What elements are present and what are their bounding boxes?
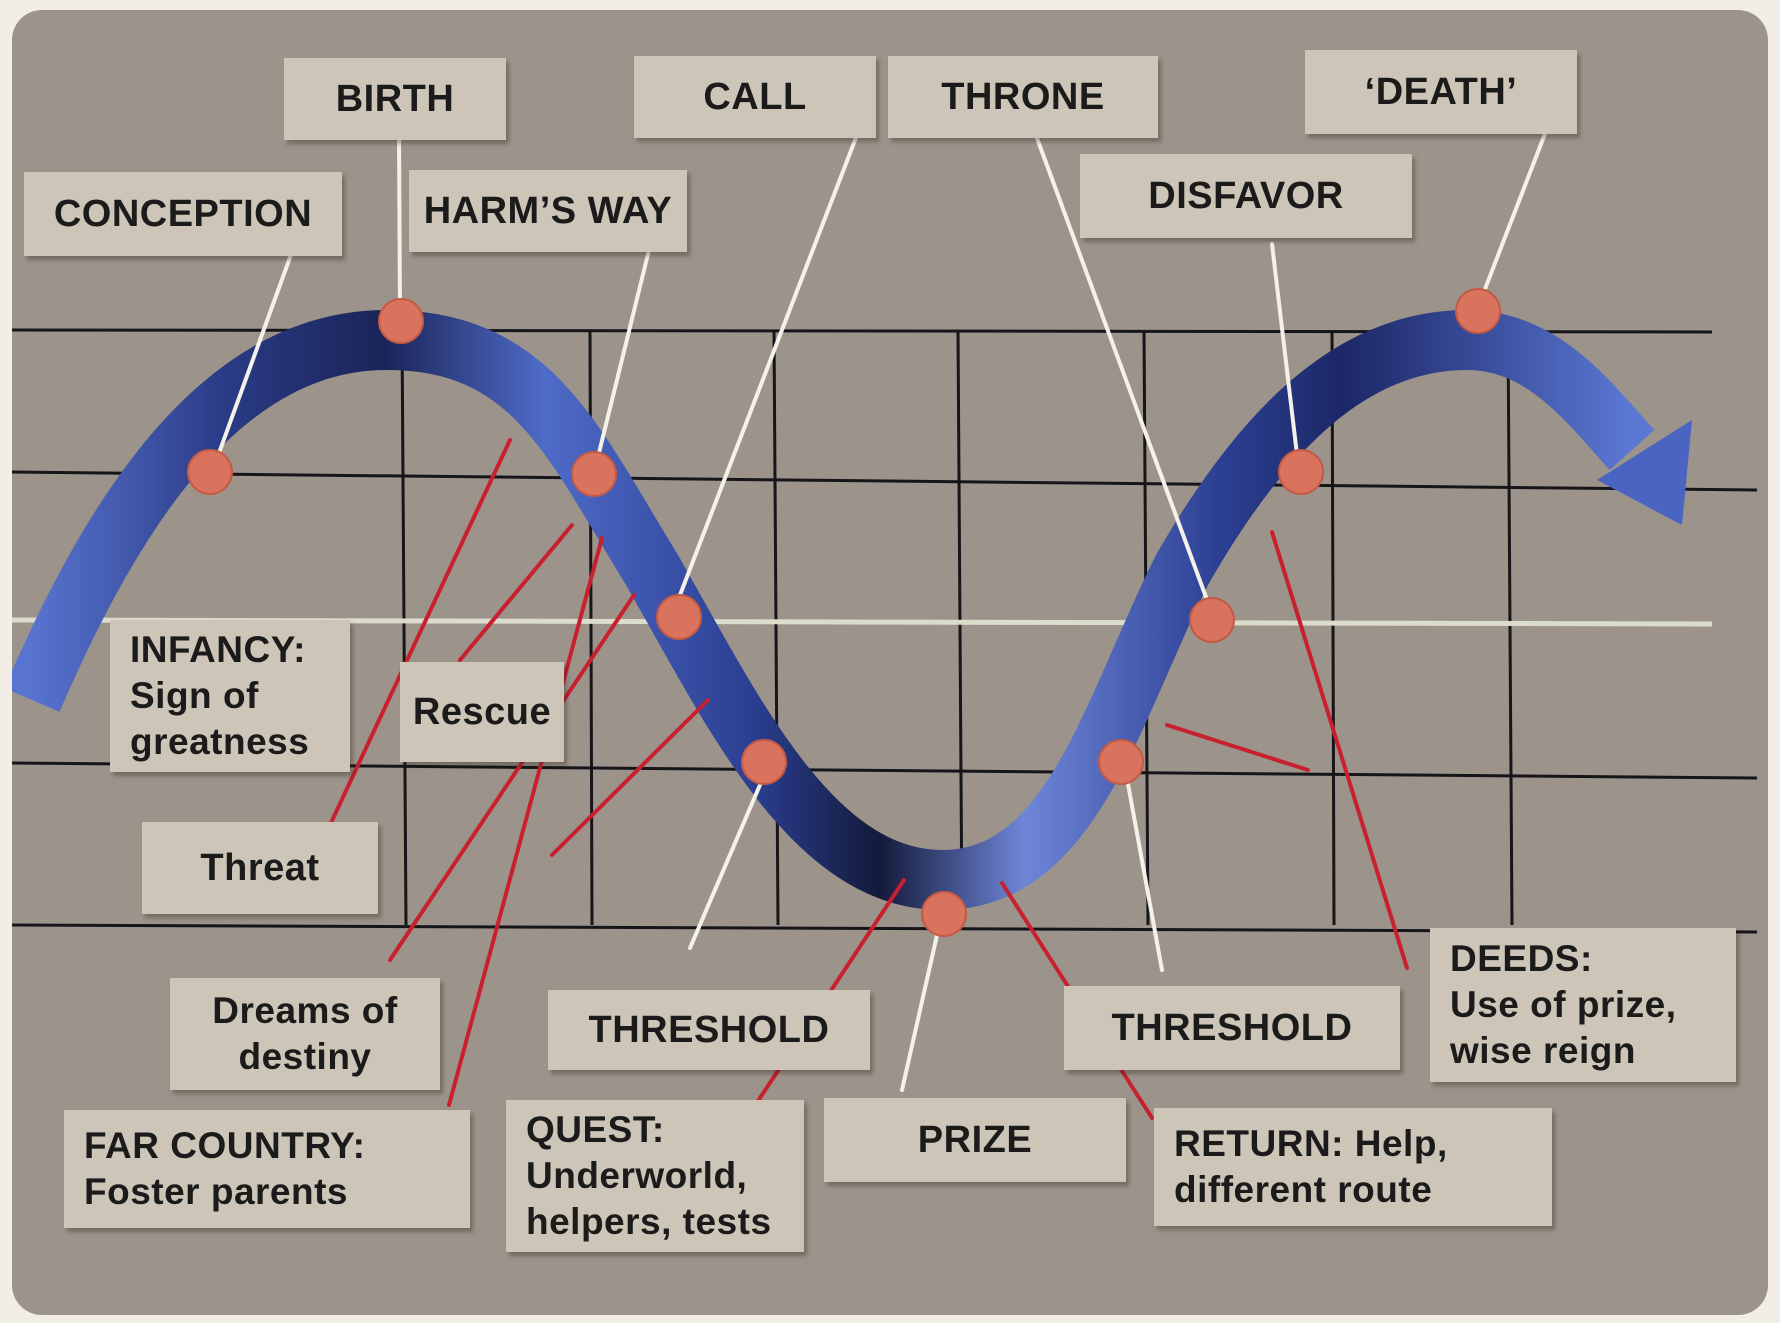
label-death: ‘DEATH’ xyxy=(1305,50,1577,134)
connector-threshold-descent xyxy=(690,764,769,948)
label-rescue: Rescue xyxy=(400,662,564,762)
label-threat: Threat xyxy=(142,822,378,914)
milestone-dot-icon xyxy=(742,740,786,784)
label-harms-way: HARM’S WAY xyxy=(409,170,687,252)
connector-call xyxy=(675,122,862,608)
grid-line xyxy=(1508,330,1512,925)
label-return: RETURN: Help, different route xyxy=(1154,1108,1552,1226)
milestone-dot-icon xyxy=(922,892,966,936)
connector-rescue xyxy=(460,525,572,660)
milestone-dot-icon xyxy=(657,595,701,639)
connector-birth xyxy=(399,134,400,313)
label-birth: BIRTH xyxy=(284,58,506,140)
milestone-dot-icon xyxy=(379,299,423,343)
deeds-line-2: Use of prize, xyxy=(1450,982,1736,1028)
label-prize: PRIZE xyxy=(824,1098,1126,1182)
quest-line-1: QUEST: xyxy=(526,1107,804,1153)
quest-line-3: helpers, tests xyxy=(526,1199,804,1245)
label-conception: CONCEPTION xyxy=(24,172,342,256)
infancy-line-1: INFANCY: xyxy=(130,627,350,673)
journey-ribbon-band xyxy=(32,340,1632,880)
milestone-dot-icon xyxy=(1279,450,1323,494)
infancy-line-2: Sign of xyxy=(130,673,350,719)
milestone-dot-icon xyxy=(188,450,232,494)
deeds-line-1: DEEDS: xyxy=(1450,936,1736,982)
connector-threshold-return xyxy=(1124,762,1162,970)
journey-ribbon xyxy=(32,340,1692,880)
dreams-line-1: Dreams of xyxy=(212,988,397,1034)
label-infancy: INFANCY: Sign of greatness xyxy=(110,620,350,772)
label-deeds: DEEDS: Use of prize, wise reign xyxy=(1430,928,1736,1082)
connector-dreams xyxy=(390,595,634,960)
connector-harms-way xyxy=(596,246,650,465)
label-throne: THRONE xyxy=(888,56,1158,138)
deeds-line-3: wise reign xyxy=(1450,1028,1736,1074)
white-connectors xyxy=(215,122,1548,1090)
label-dreams: Dreams of destiny xyxy=(170,978,440,1090)
far-country-line-1: FAR COUNTRY: xyxy=(84,1123,470,1169)
label-threshold-descent: THRESHOLD xyxy=(548,990,870,1070)
dreams-line-2: destiny xyxy=(238,1034,371,1080)
connector-death xyxy=(1480,126,1548,302)
label-threshold-return: THRESHOLD xyxy=(1064,986,1400,1070)
grid-line xyxy=(774,330,778,925)
return-line-1: RETURN: Help, xyxy=(1174,1121,1552,1167)
grid-line xyxy=(12,472,1757,490)
connector-prize xyxy=(902,913,942,1090)
far-country-line-2: Foster parents xyxy=(84,1169,470,1215)
infancy-line-3: greatness xyxy=(130,719,350,765)
label-quest: QUEST: Underworld, helpers, tests xyxy=(506,1100,804,1252)
label-far-country: FAR COUNTRY: Foster parents xyxy=(64,1110,470,1228)
diagram-board: CONCEPTION BIRTH HARM’S WAY CALL THRONE … xyxy=(12,10,1768,1315)
milestone-dot-icon xyxy=(1456,289,1500,333)
label-call: CALL xyxy=(634,56,876,138)
connector-deeds-b xyxy=(1167,725,1308,770)
label-disfavor: DISFAVOR xyxy=(1080,154,1412,238)
milestone-dot-icon xyxy=(572,452,616,496)
return-line-2: different route xyxy=(1174,1167,1552,1213)
milestone-dot-icon xyxy=(1099,740,1143,784)
grid-line xyxy=(958,330,962,925)
grid-line xyxy=(402,330,406,925)
connector-far-country-b xyxy=(552,700,708,855)
quest-line-2: Underworld, xyxy=(526,1153,804,1199)
milestone-dot-icon xyxy=(1190,598,1234,642)
connector-deeds-a xyxy=(1272,532,1407,968)
